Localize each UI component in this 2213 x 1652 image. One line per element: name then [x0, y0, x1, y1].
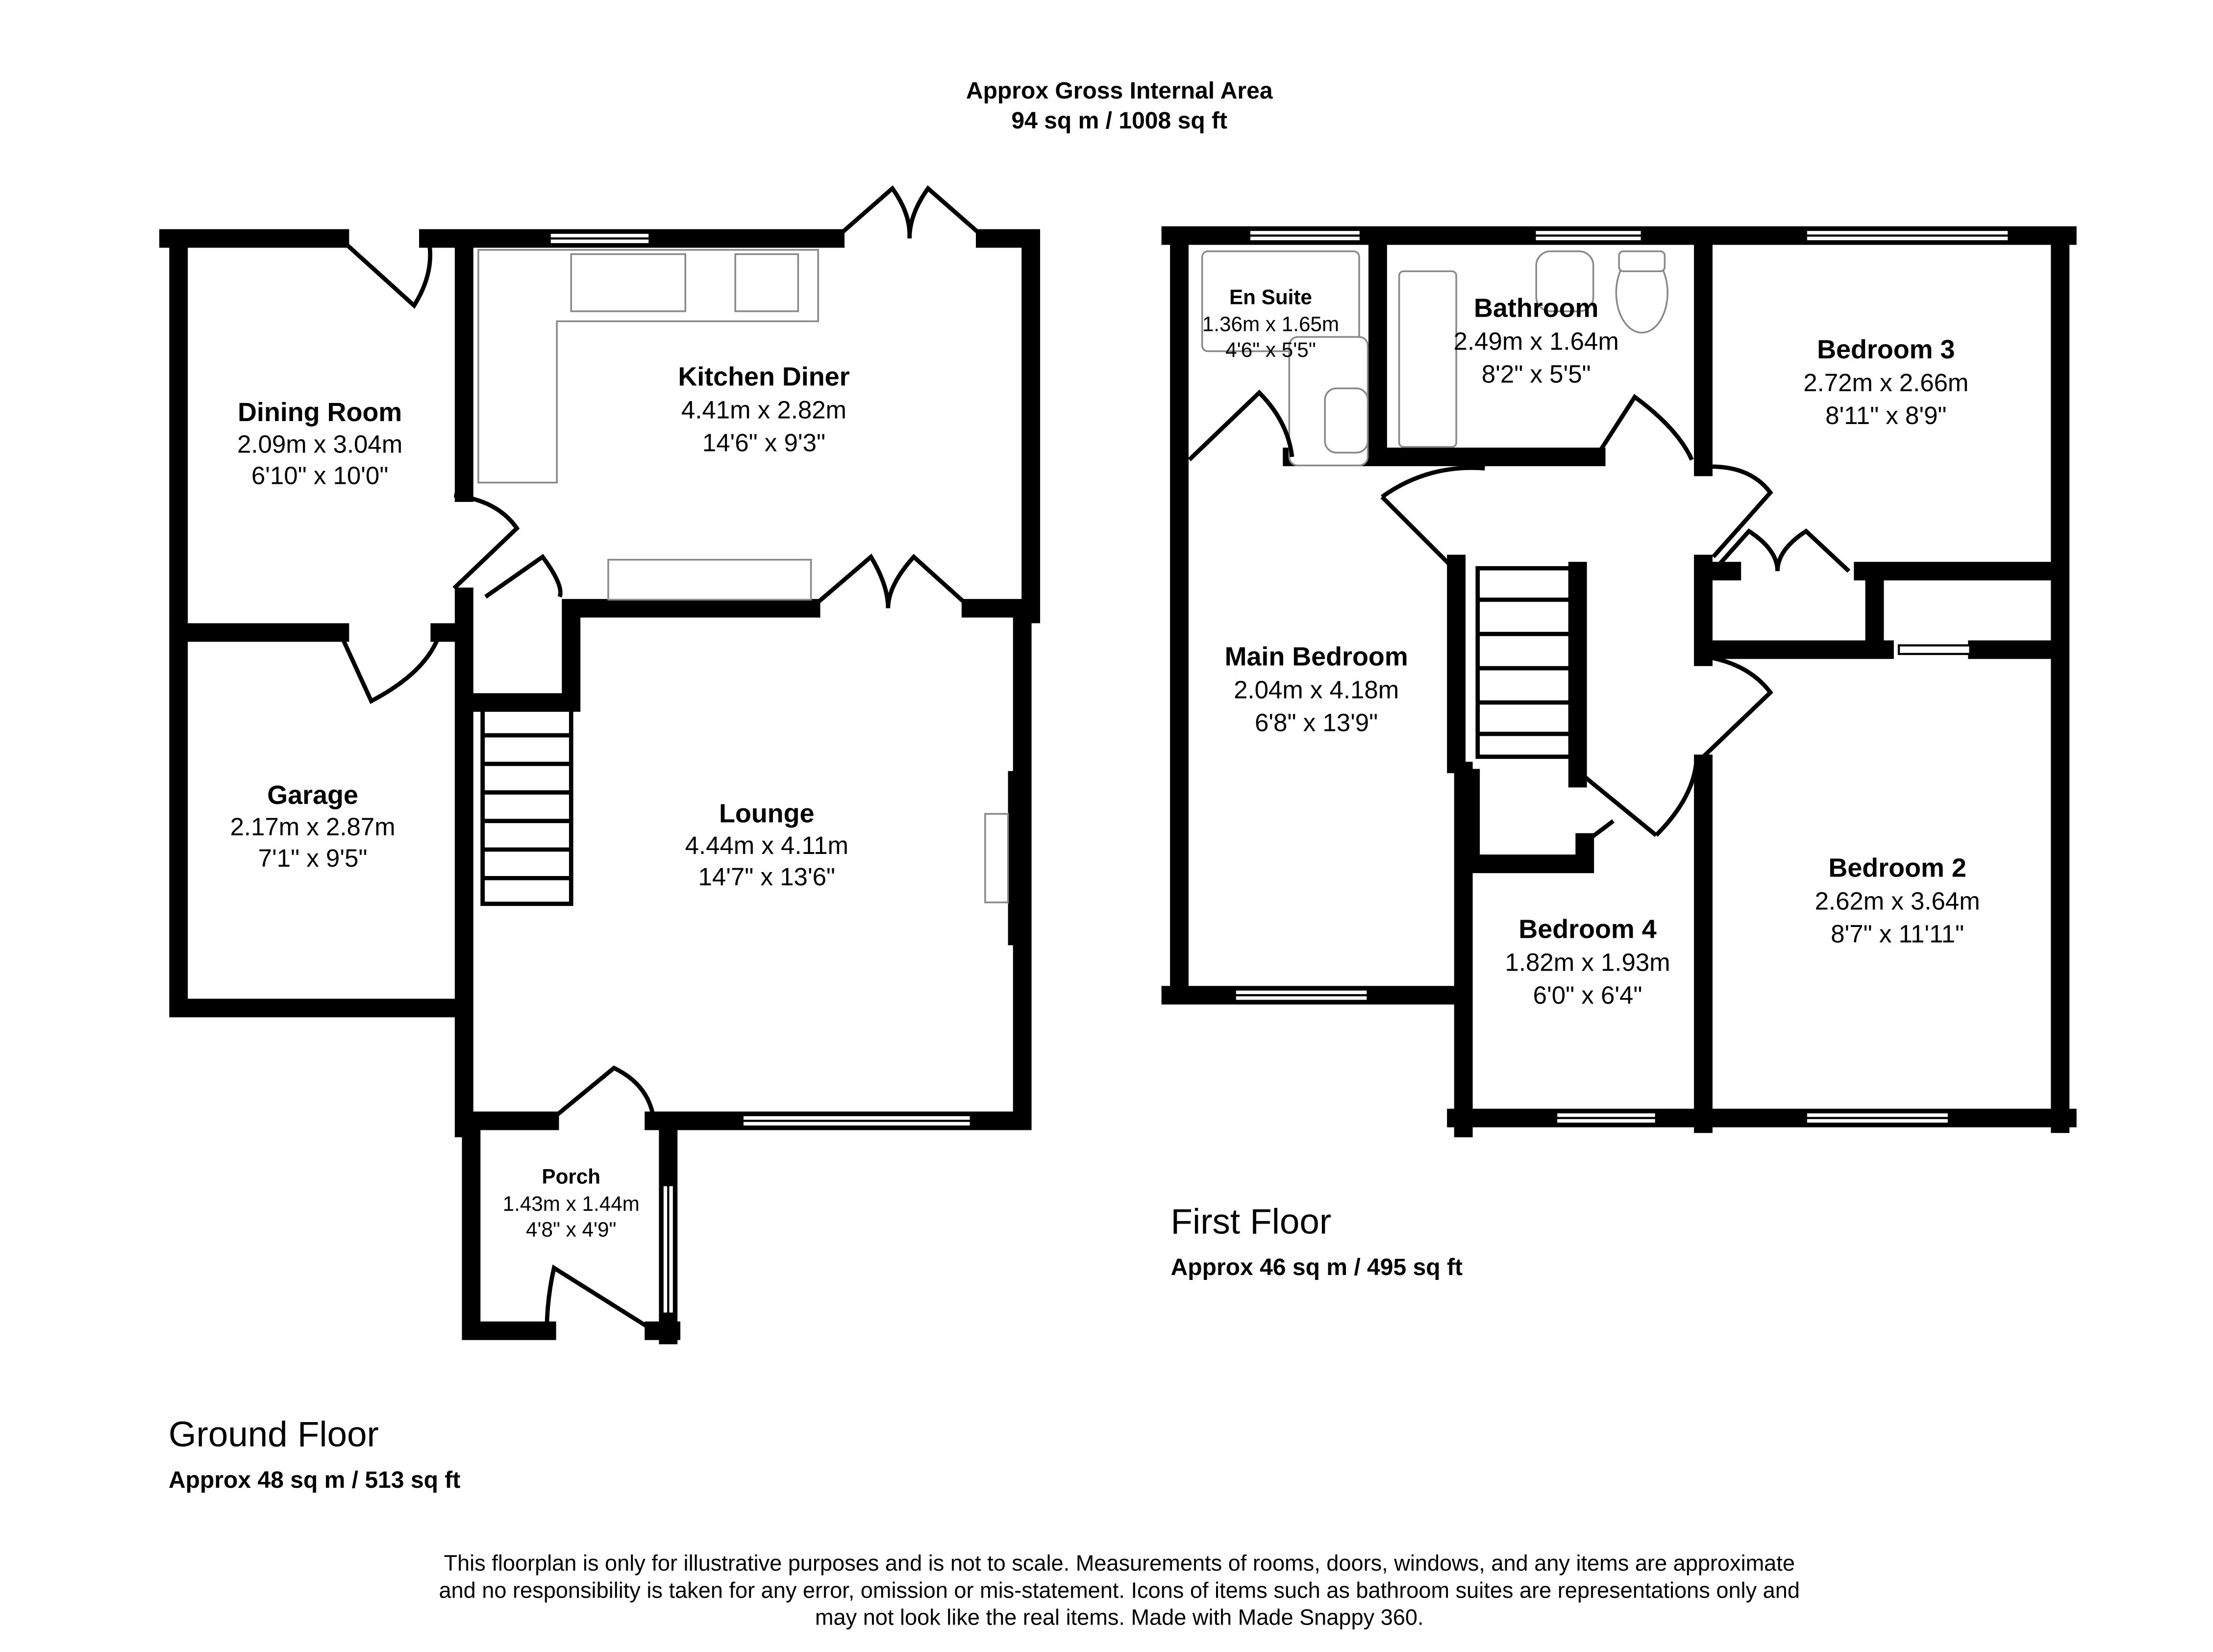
room-name: Bedroom 3 — [1817, 335, 1955, 364]
room-imperial: 8'2" x 5'5" — [1482, 360, 1591, 388]
room-metric: 4.41m x 2.82m — [681, 396, 846, 424]
first-floor-label: First Floor — [1171, 1202, 1332, 1242]
room-name: Dining Room — [238, 398, 402, 427]
room-bedroom-4: Bedroom 4 1.82m x 1.93m 6'0" x 6'4" — [1505, 915, 1670, 1009]
disclaimer-line: may not look like the real items. Made w… — [815, 1605, 1424, 1630]
room-metric: 1.82m x 1.93m — [1505, 949, 1670, 976]
room-name: Bedroom 4 — [1518, 915, 1656, 944]
room-metric: 1.36m x 1.65m — [1202, 313, 1339, 336]
ground-floor-area: Approx 48 sq m / 513 sq ft — [169, 1467, 460, 1493]
room-metric: 2.04m x 4.18m — [1234, 676, 1399, 703]
room-name: Bathroom — [1474, 294, 1598, 323]
room-imperial: 6'0" x 6'4" — [1533, 981, 1642, 1009]
room-metric: 1.43m x 1.44m — [503, 1192, 640, 1215]
room-imperial: 8'11" x 8'9" — [1825, 401, 1946, 429]
first-floor-area: Approx 46 sq m / 495 sq ft — [1171, 1254, 1463, 1280]
gross-area-value: 94 sq m / 1008 sq ft — [1011, 108, 1227, 134]
room-name: Porch — [542, 1165, 600, 1188]
room-name: Bedroom 2 — [1828, 853, 1966, 882]
room-bedroom-3: Bedroom 3 2.72m x 2.66m 8'11" x 8'9" — [1803, 335, 1968, 429]
room-metric: 2.62m x 3.64m — [1815, 887, 1980, 915]
gross-area-title: Approx Gross Internal Area — [966, 78, 1273, 104]
room-name: En Suite — [1229, 285, 1312, 308]
room-name: Kitchen Diner — [678, 362, 849, 391]
room-dining-room: Dining Room 2.09m x 3.04m 6'10" x 10'0" — [237, 398, 402, 489]
disclaimer: This floorplan is only for illustrative … — [439, 1551, 1800, 1630]
room-imperial: 4'8" x 4'9" — [526, 1218, 617, 1241]
room-imperial: 8'7" x 11'11" — [1831, 920, 1964, 948]
room-imperial: 14'7" x 13'6" — [698, 863, 836, 891]
room-main-bedroom: Main Bedroom 2.04m x 4.18m 6'8" x 13'9" — [1225, 642, 1408, 736]
room-imperial: 6'10" x 10'0" — [251, 461, 389, 489]
room-kitchen-diner: Kitchen Diner 4.41m x 2.82m 14'6" x 9'3" — [678, 362, 849, 456]
room-imperial: 4'6" x 5'5" — [1225, 338, 1316, 361]
disclaimer-line: This floorplan is only for illustrative … — [444, 1551, 1795, 1576]
room-bedroom-2: Bedroom 2 2.62m x 3.64m 8'7" x 11'11" — [1815, 853, 1980, 948]
room-metric: 2.17m x 2.87m — [230, 813, 395, 841]
room-metric: 2.49m x 1.64m — [1454, 327, 1619, 355]
room-name: Lounge — [719, 799, 815, 828]
room-imperial: 14'6" x 9'3" — [702, 428, 825, 456]
room-metric: 2.72m x 2.66m — [1803, 369, 1968, 397]
room-porch: Porch 1.43m x 1.44m 4'8" x 4'9" — [503, 1165, 640, 1241]
room-en-suite: En Suite 1.36m x 1.65m 4'6" x 5'5" — [1202, 285, 1339, 361]
room-imperial: 7'1" x 9'5" — [258, 844, 368, 872]
room-garage: Garage 2.17m x 2.87m 7'1" x 9'5" — [230, 780, 395, 872]
first-floor-plan: En Suite 1.36m x 1.65m 4'6" x 5'5" Bathr… — [1161, 226, 2077, 1137]
room-bathroom: Bathroom 2.49m x 1.64m 8'2" x 5'5" — [1454, 294, 1619, 388]
ground-floor-label: Ground Floor — [169, 1415, 379, 1454]
room-imperial: 6'8" x 13'9" — [1255, 708, 1378, 736]
disclaimer-line: and no responsibility is taken for any e… — [439, 1577, 1800, 1602]
room-name: Main Bedroom — [1225, 642, 1408, 671]
room-metric: 2.09m x 3.04m — [237, 430, 402, 458]
ground-floor-plan: Dining Room 2.09m x 3.04m 6'10" x 10'0" … — [159, 185, 1041, 1345]
room-name: Garage — [267, 780, 358, 810]
room-lounge: Lounge 4.44m x 4.11m 14'7" x 13'6" — [685, 799, 848, 891]
room-metric: 4.44m x 4.11m — [685, 831, 848, 859]
